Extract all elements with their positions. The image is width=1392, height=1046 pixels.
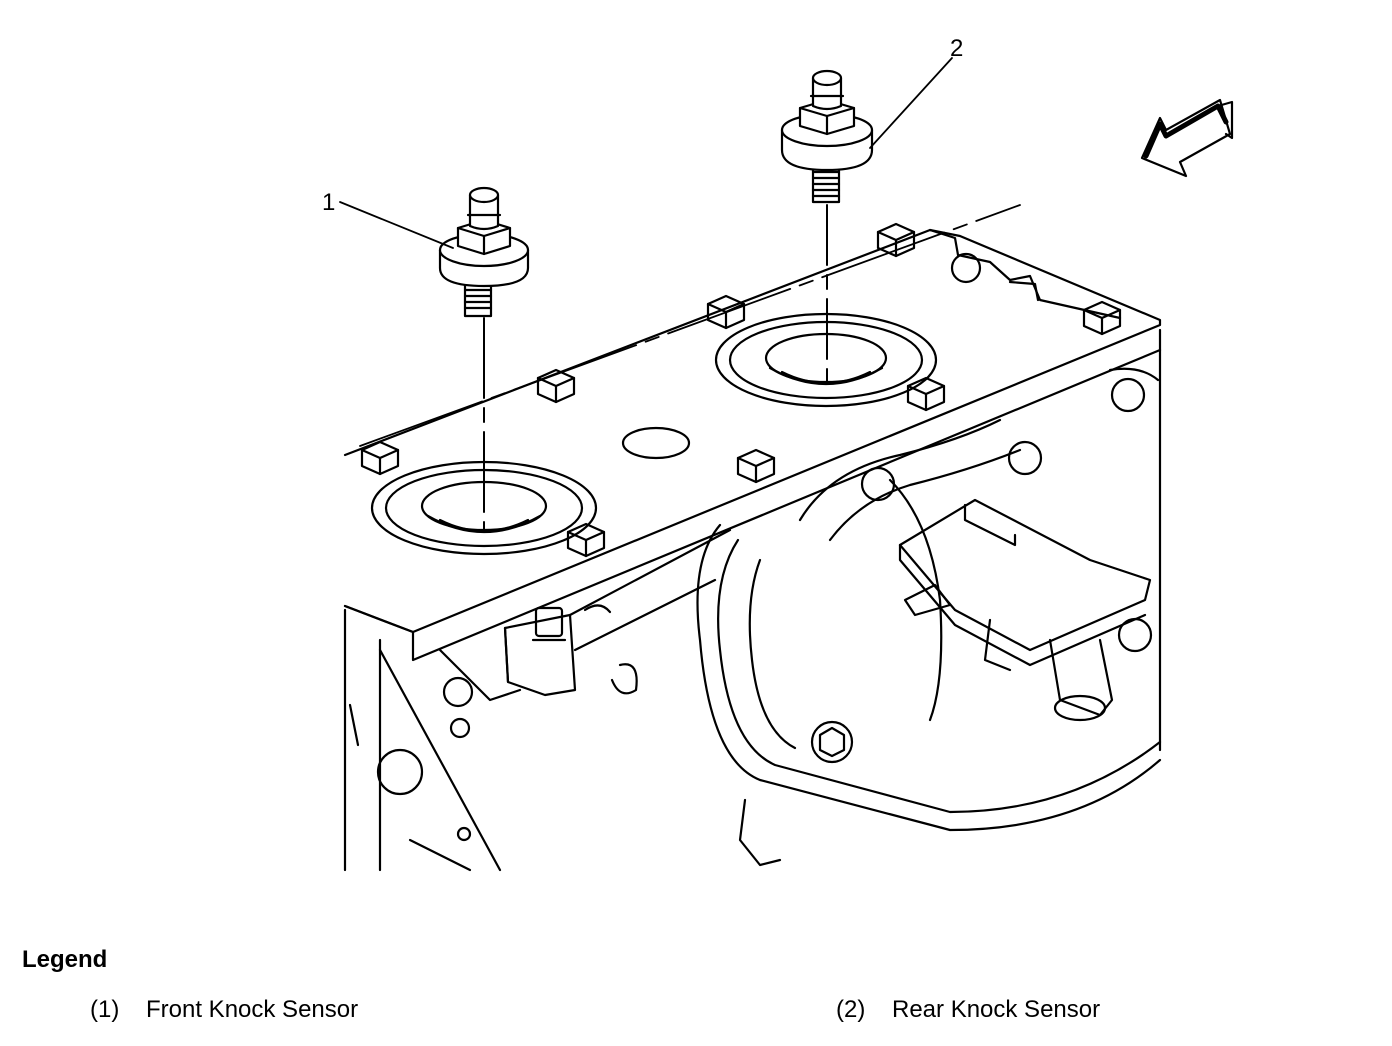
legend-number: (1) (90, 996, 120, 1023)
legend-title: Legend (22, 946, 108, 973)
engine-block (343, 228, 1162, 872)
legend-label: Front Knock Sensor (146, 996, 359, 1023)
oil-passage (621, 426, 691, 460)
legend-item-rear-knock-sensor: (2) Rear Knock Sensor (836, 996, 1100, 1024)
legend-item-front-knock-sensor: (1) Front Knock Sensor (90, 996, 358, 1024)
front-knock-sensor (438, 186, 530, 318)
callout-label-1: 1 (322, 189, 335, 216)
legend-label: Rear Knock Sensor (892, 996, 1101, 1023)
install-centerlines (483, 204, 828, 531)
callout-1: 1 (322, 189, 454, 249)
callout-2: 2 (869, 35, 963, 149)
deck-centerline (359, 204, 1021, 447)
engine-diagram: 1 2 (322, 35, 1234, 872)
intake-manifold (696, 328, 1162, 867)
view-direction-arrow (1140, 98, 1234, 178)
rear-knock-sensor (780, 69, 874, 204)
callout-label-2: 2 (950, 35, 963, 62)
legend-number: (2) (836, 996, 866, 1023)
